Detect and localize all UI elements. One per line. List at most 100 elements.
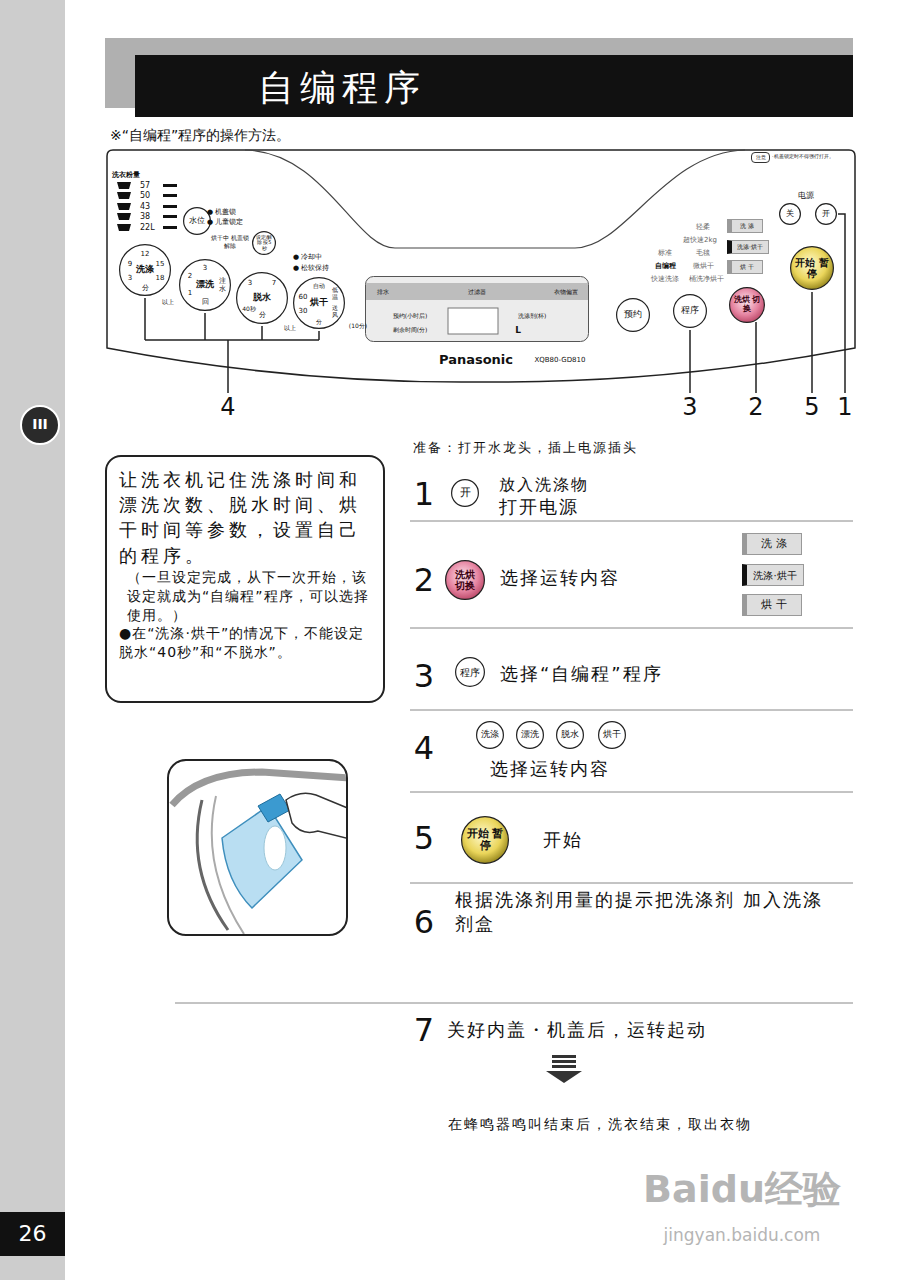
button-label: 洗 涤 xyxy=(761,538,787,550)
button-label: 烘 干 xyxy=(761,599,787,611)
panel-label: 50 xyxy=(140,191,150,200)
round-button: 开 xyxy=(451,479,479,507)
callout-number: 4 xyxy=(220,394,235,422)
button-label: 洗涤 xyxy=(136,265,154,275)
dial-number: 2 xyxy=(188,272,192,280)
info-text: 让洗衣机记住洗涤时间和漂洗次数、脱水时间、烘干时间等参数，设置自己的程序。 xyxy=(119,467,371,568)
button-label: Panasonic xyxy=(439,352,513,367)
button-label: 脱水 xyxy=(253,293,271,303)
dial-number: (10分) xyxy=(349,323,367,330)
button-label: 洗烘 切换 xyxy=(733,296,761,314)
button-label: 水位 xyxy=(189,217,205,226)
round-button: 水位 xyxy=(183,207,211,235)
step-text: 选择“自编程”程序 xyxy=(500,664,663,685)
panel-label: ● 松软保持 xyxy=(293,264,329,272)
indicator: 洗涤·烘干 xyxy=(727,240,769,254)
caution-tag: 注意 xyxy=(751,152,770,163)
button-label: 洗烘 切换 xyxy=(450,569,481,591)
dial-number: 3 xyxy=(248,279,252,287)
step-text: 放入洗涤物 xyxy=(499,476,589,494)
indicator: 烘 干 xyxy=(727,260,763,274)
round-button: 程序 xyxy=(455,657,485,687)
panel-label: 洗衣粉量 xyxy=(112,171,140,179)
program-option: 超快速2kg xyxy=(683,236,717,244)
round-button: 洗涤 xyxy=(476,721,504,749)
button-label: 洗涤·烘干 xyxy=(737,244,763,251)
button-label: 关 xyxy=(786,210,794,219)
dial-number: 60 xyxy=(299,293,308,301)
button-label: 设定/解除 按5秒 xyxy=(255,235,274,252)
step-number: 5 xyxy=(414,820,434,857)
info-box: 让洗衣机记住洗涤时间和漂洗次数、脱水时间、烘干时间等参数，设置自己的程序。（一旦… xyxy=(105,455,385,703)
round-button: 程序 xyxy=(673,294,707,328)
dial-number: 送风 xyxy=(332,305,338,318)
panel-label: ● 机盖锁 xyxy=(207,208,236,216)
display-panel: 排水过滤器衣物偏置预约(小时后)剩余时间(分)洗涤剂(杯)L xyxy=(365,276,589,342)
panel-label: ·机盖锁定时不得强行打开。 xyxy=(772,154,834,160)
step-text: 根据洗涤剂用量的提示把洗涤剂 加入洗涤剂盒 xyxy=(455,888,825,937)
step-text: 选择运转内容 xyxy=(490,759,610,780)
mode-option: 烘 干 xyxy=(742,594,802,616)
panel-label: 烘干中 机盖锁解除 xyxy=(210,234,250,250)
dial-number: 以上 xyxy=(162,299,174,306)
button-label: III xyxy=(32,417,48,432)
dial-number: 回 xyxy=(202,298,209,306)
button-label: 程序 xyxy=(681,306,699,316)
step-number: 6 xyxy=(414,904,434,941)
dial-number: 以上 xyxy=(284,325,296,332)
dial-number: 3 xyxy=(203,264,207,272)
button-label: 开 xyxy=(460,487,471,499)
round-button: 设定/解除 按5秒 xyxy=(252,231,276,255)
power-button: 关 xyxy=(779,203,801,225)
button-label: 烘干 xyxy=(603,730,621,740)
dial-number: 分 xyxy=(259,311,266,319)
button-label: 漂洗 xyxy=(521,730,539,740)
panel-label: 43 xyxy=(140,202,150,211)
step-number: 1 xyxy=(414,476,434,513)
program-option: 标准 xyxy=(658,249,672,257)
button-label: XQB80-GD810 xyxy=(535,356,586,364)
callout-number: 3 xyxy=(682,394,697,422)
round-button: 烘干 xyxy=(598,721,626,749)
button-label: 脱水 xyxy=(561,730,579,740)
watermark: Baidu经验 xyxy=(643,1168,841,1212)
program-option: 快速洗涤 xyxy=(651,275,679,283)
dial-number: 低温 xyxy=(332,287,338,300)
dial-number: 40秒 xyxy=(242,306,256,313)
program-option: 毛毯 xyxy=(696,249,710,257)
dial-number: 30 xyxy=(299,307,308,315)
callout-number: 2 xyxy=(748,394,763,422)
round-button: 脱水 xyxy=(556,721,584,749)
mode-option: 洗 涤 xyxy=(742,533,802,555)
panel-label: ● 儿童锁定 xyxy=(207,218,243,226)
button-label: 排水 xyxy=(377,288,389,297)
page-number: 26 xyxy=(0,1212,65,1256)
button-label: 过滤器 xyxy=(468,288,486,297)
panel-label: 22L xyxy=(140,223,155,232)
panel-label: 57 xyxy=(140,181,150,190)
info-text: （一旦设定完成，从下一次开始，该设定就成为“自编程”程序，可以选择使用。） xyxy=(119,568,371,625)
program-option: 微烘干 xyxy=(693,262,714,270)
step-number: 7 xyxy=(414,1012,434,1049)
button-label: 开始 暂停 xyxy=(467,828,504,852)
button-label: 开始 暂停 xyxy=(795,257,829,279)
step-text: 打开电源 xyxy=(499,497,579,518)
down-arrow xyxy=(546,1055,582,1083)
round-button: 开始 暂停 xyxy=(790,246,834,290)
button-label: 开 xyxy=(822,210,830,219)
button-label: 漂洗 xyxy=(196,280,214,290)
button-label: 烘干 xyxy=(310,298,328,308)
button-label: 注意 xyxy=(756,155,766,161)
mode-option: 洗涤·烘干 xyxy=(742,564,804,586)
button-label: 洗涤剂(杯) xyxy=(518,312,547,321)
dial-number: 12 xyxy=(141,250,150,258)
panel-label: 38 xyxy=(140,212,150,221)
round-button: 预约 xyxy=(616,298,650,332)
callout-number: 1 xyxy=(837,394,852,422)
watermark: jingyan.baidu.com xyxy=(664,1226,821,1246)
panel-label: ● 冷却中 xyxy=(293,253,322,261)
program-option: 轻柔 xyxy=(696,223,710,231)
button-label: L xyxy=(515,325,521,335)
control-panel: Panasonic XQB80-GD810 水位设定/解除 按5秒洗涤漂洗脱水烘干 排… xyxy=(105,148,857,384)
